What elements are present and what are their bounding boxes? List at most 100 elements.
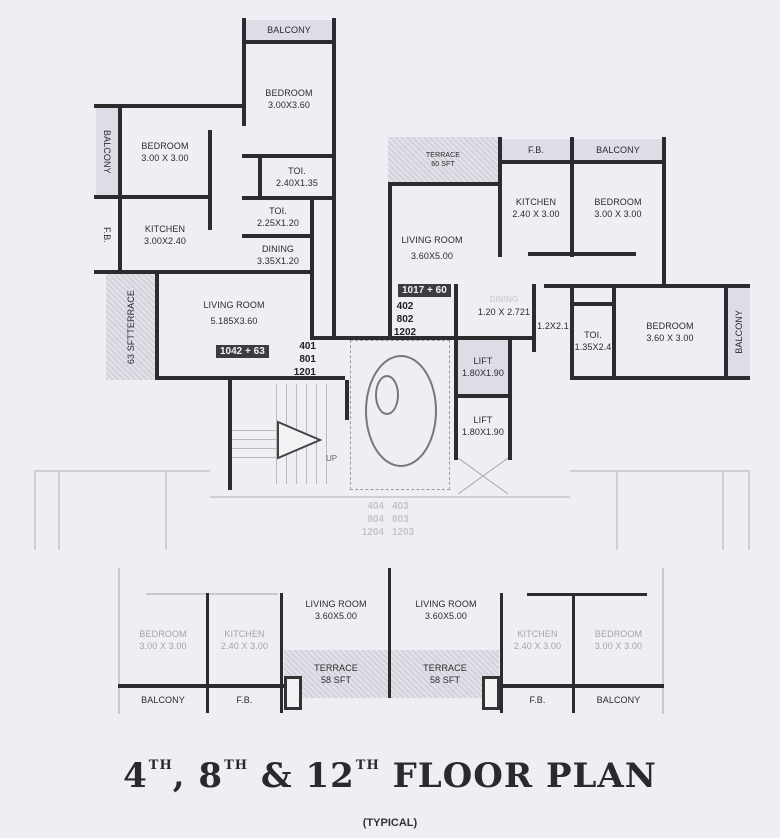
room-toilet: TOI. 1.35X2.4 [574, 306, 612, 376]
title-ordinal: TH [355, 758, 380, 773]
unit-numbers: 401 801 1201 [276, 340, 316, 379]
wall [280, 593, 283, 713]
title-separator: , [172, 756, 199, 796]
unit-number: 1201 [293, 367, 316, 378]
room-name: LIVING ROOM [401, 235, 463, 245]
room-name: BALCONY [102, 129, 112, 174]
wall [498, 160, 664, 164]
room-name: TOI. [288, 166, 306, 176]
room-dimension: 1.35X2.4 [574, 342, 612, 352]
wall [118, 104, 122, 272]
room-name: BEDROOM [265, 88, 313, 98]
wall [662, 568, 664, 714]
unit-numbers: 403 803 1203 [392, 500, 420, 539]
room-living: LIVING ROOM 5.185X3.60 [159, 290, 309, 336]
room-fb: F.B. [502, 139, 570, 160]
room-fb: F.B. [96, 199, 118, 270]
room-bedroom: BEDROOM 3.00X3.60 [246, 44, 332, 154]
room-name: BEDROOM [646, 321, 694, 331]
room-dimension: 1.20 X 2.721 [477, 307, 531, 317]
room-name: KITCHEN [515, 197, 557, 207]
room-dimension: 1.80X1.90 [462, 368, 504, 378]
wall [570, 470, 750, 472]
title-text: FLOOR PLAN [392, 756, 657, 796]
wall [332, 18, 336, 338]
page-title: 4TH, 8TH & 12TH FLOOR PLAN [0, 756, 780, 796]
wall [242, 18, 246, 126]
wall [616, 470, 618, 550]
wall [454, 284, 458, 348]
rose-center-icon [375, 375, 399, 415]
room-dimension: 3.00 X 3.00 [594, 641, 643, 651]
unit-number: 1202 [393, 327, 417, 338]
title-floor-number: 8 [198, 756, 224, 796]
wall [345, 380, 349, 420]
room-name: TOI. [584, 330, 602, 340]
wall [94, 104, 246, 108]
wall [498, 137, 502, 257]
room-bedroom: BEDROOM 3.00 X 3.00 [122, 108, 208, 195]
wall [527, 593, 647, 596]
wall [242, 40, 336, 44]
room-name: BALCONY [596, 695, 641, 705]
wall [242, 196, 336, 200]
wall [94, 270, 312, 274]
room-fb: F.B. [503, 688, 572, 712]
room-name: TOI. [269, 206, 287, 216]
wall [612, 284, 616, 380]
room-area: 58 SFT [429, 675, 461, 685]
wall [94, 195, 212, 199]
title-floor-number: 12 [305, 756, 355, 796]
wall [532, 284, 536, 352]
room-dimension: 3.00 X 3.00 [139, 641, 187, 651]
room-area: 60 SFT [431, 160, 455, 168]
room-area: 58 SFT [320, 675, 352, 685]
unit-numbers: 404 804 1204 [356, 500, 384, 539]
room-dimension: 3.00X3.60 [268, 100, 310, 110]
room-name: LIVING ROOM [305, 599, 367, 609]
room-bedroom: BEDROOM 3.00 X 3.00 [120, 620, 206, 660]
room-balcony: BALCONY [246, 20, 332, 40]
room-dining: DINING 1.20 X 2.721 [474, 286, 534, 326]
lobby-floor-pattern [350, 340, 450, 490]
stair-up-label: UP [326, 454, 338, 463]
room-name: BEDROOM [141, 140, 189, 151]
unit-numbers: 402 802 1202 [390, 300, 420, 339]
wall [500, 684, 664, 688]
unit-number: 802 [396, 314, 414, 325]
room-name: TERRACE [425, 151, 461, 159]
room-name: TERRACE [423, 663, 467, 673]
room-name: BALCONY [734, 310, 744, 354]
wall [310, 336, 420, 340]
room-dimension: 2.40X1.35 [276, 178, 318, 188]
wall [388, 182, 392, 338]
room-terrace: TERRACE 58 SFT [391, 650, 499, 698]
unit-number: 402 [396, 301, 414, 312]
wall [310, 196, 314, 336]
rose-pattern-icon [365, 355, 437, 467]
room-balcony: BALCONY [120, 688, 206, 712]
wall [155, 270, 159, 380]
wall [388, 182, 500, 186]
room-kitchen: KITCHEN 3.00X2.40 [122, 199, 208, 270]
room-name: BALCONY [596, 144, 640, 155]
room-name: BALCONY [267, 25, 311, 35]
room-name: TERRACE [314, 663, 358, 673]
room-dimension: 5.185X3.60 [210, 316, 258, 326]
wall [500, 593, 503, 713]
lift: LIFT 1.80X1.90 [458, 340, 508, 394]
unit-number: 1203 [392, 527, 415, 538]
room-dining: DINING 3.35X1.20 [246, 238, 310, 272]
room-name: KITCHEN [517, 629, 558, 639]
area-badge: 1042 + 63 [216, 345, 269, 358]
unit-number: 403 [392, 501, 409, 512]
title-ordinal: TH [224, 758, 249, 773]
room-toilet: TOI. 2.40X1.35 [262, 158, 332, 196]
wall [34, 470, 210, 472]
room-name: F.B. [236, 695, 253, 705]
room-bedroom: BEDROOM 3.60 X 3.00 [616, 288, 724, 376]
room-dimension: 3.00X2.40 [144, 235, 186, 246]
wall [420, 336, 536, 340]
room-living: LIVING ROOM 3.60X5.00 [392, 226, 472, 270]
